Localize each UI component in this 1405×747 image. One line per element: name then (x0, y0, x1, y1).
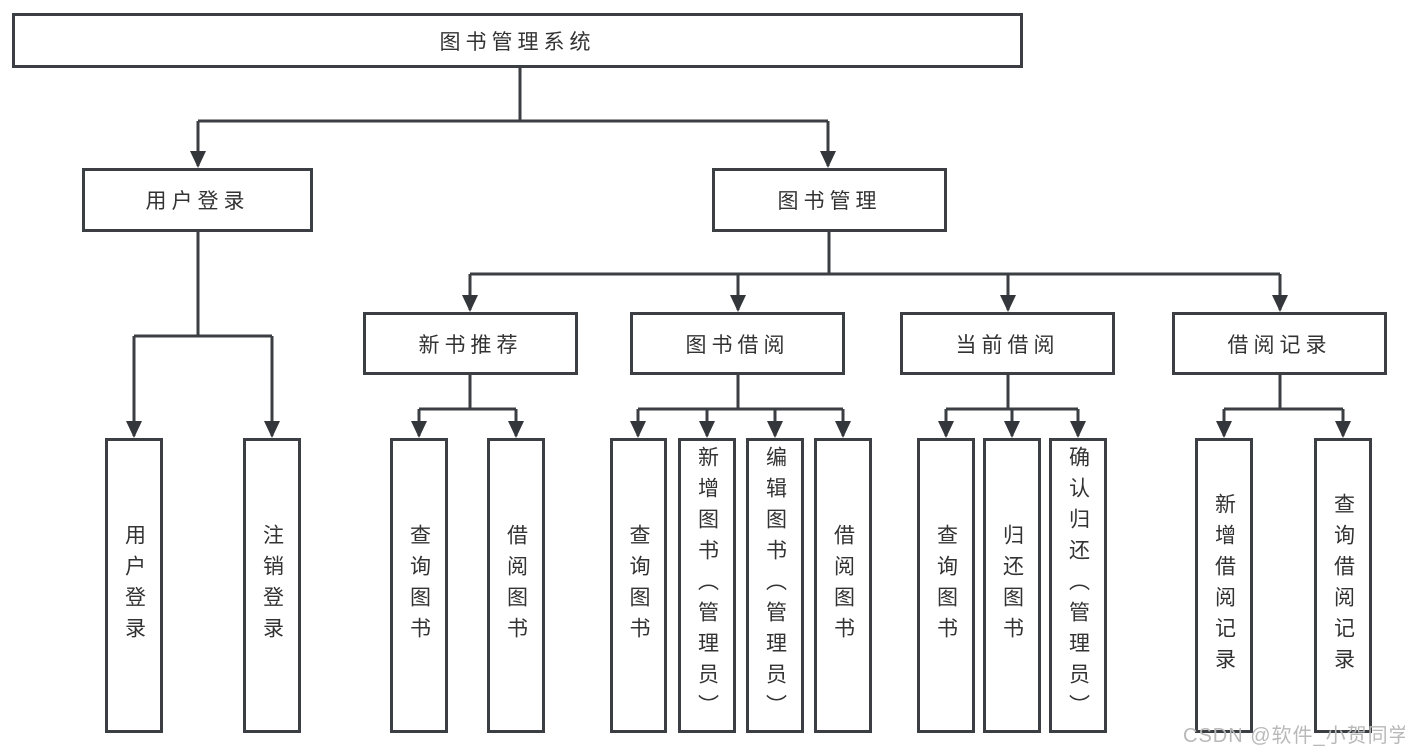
leaf-user-login: 用户登录 (105, 438, 163, 733)
node-book-management: 图书管理 (712, 168, 947, 232)
csdn-watermark: CSDN @软件_小贺同学 (1183, 725, 1405, 747)
leaf-borrow-book-recommend: 借阅图书 (487, 438, 545, 733)
node-new-book-recommend: 新书推荐 (363, 312, 578, 375)
node-user-login-label: 用户登录 (145, 190, 250, 213)
node-user-login: 用户登录 (82, 168, 313, 232)
node-borrow-records-label: 借阅记录 (1227, 333, 1332, 357)
leaf-borrow-book-borrow: 借阅图书 (814, 438, 872, 733)
leaf-return-book: 归还图书 (983, 438, 1041, 733)
leaf-query-book-recommend-label: 查询图书 (407, 523, 431, 648)
node-book-management-label: 图书管理 (777, 190, 882, 213)
connector-segments (132, 68, 1345, 436)
leaf-add-borrow-record: 新增借阅记录 (1195, 438, 1253, 733)
node-root: 图书管理系统 (12, 13, 1023, 68)
leaf-query-borrow-record: 查询借阅记录 (1314, 438, 1372, 733)
leaf-query-book-current-label: 查询图书 (934, 523, 958, 648)
node-current-borrow: 当前借阅 (900, 312, 1115, 375)
leaf-logout-login: 注销登录 (243, 438, 301, 733)
leaf-edit-book-admin: 编辑图书（管理员） (746, 438, 804, 733)
node-book-borrow-label: 图书借阅 (685, 333, 790, 357)
leaf-query-book-borrow-label: 查询图书 (627, 523, 650, 648)
leaf-query-book-recommend: 查询图书 (390, 438, 448, 733)
leaf-add-book-admin-label: 新增图书（管理员） (695, 446, 719, 725)
node-book-borrow: 图书借阅 (630, 312, 845, 375)
leaf-confirm-return-admin: 确认归还（管理员） (1049, 438, 1107, 733)
leaf-add-book-admin: 新增图书（管理员） (678, 438, 736, 733)
leaf-edit-book-admin-label: 编辑图书（管理员） (763, 446, 787, 725)
leaf-logout-login-label: 注销登录 (260, 523, 284, 648)
node-current-borrow-label: 当前借阅 (955, 333, 1060, 357)
leaf-return-book-label: 归还图书 (1000, 523, 1024, 648)
leaf-borrow-book-recommend-label: 借阅图书 (504, 523, 528, 648)
node-root-label: 图书管理系统 (439, 30, 596, 54)
leaf-borrow-book-borrow-label: 借阅图书 (831, 523, 855, 648)
leaf-query-book-current: 查询图书 (917, 438, 975, 733)
leaf-query-borrow-record-label: 查询借阅记录 (1331, 492, 1355, 679)
leaf-confirm-return-admin-label: 确认归还（管理员） (1066, 446, 1090, 725)
leaf-user-login-label: 用户登录 (122, 523, 146, 648)
node-borrow-records: 借阅记录 (1172, 312, 1387, 375)
node-new-book-recommend-label: 新书推荐 (418, 333, 523, 357)
leaf-query-book-borrow: 查询图书 (610, 438, 667, 733)
leaf-add-borrow-record-label: 新增借阅记录 (1212, 492, 1236, 679)
